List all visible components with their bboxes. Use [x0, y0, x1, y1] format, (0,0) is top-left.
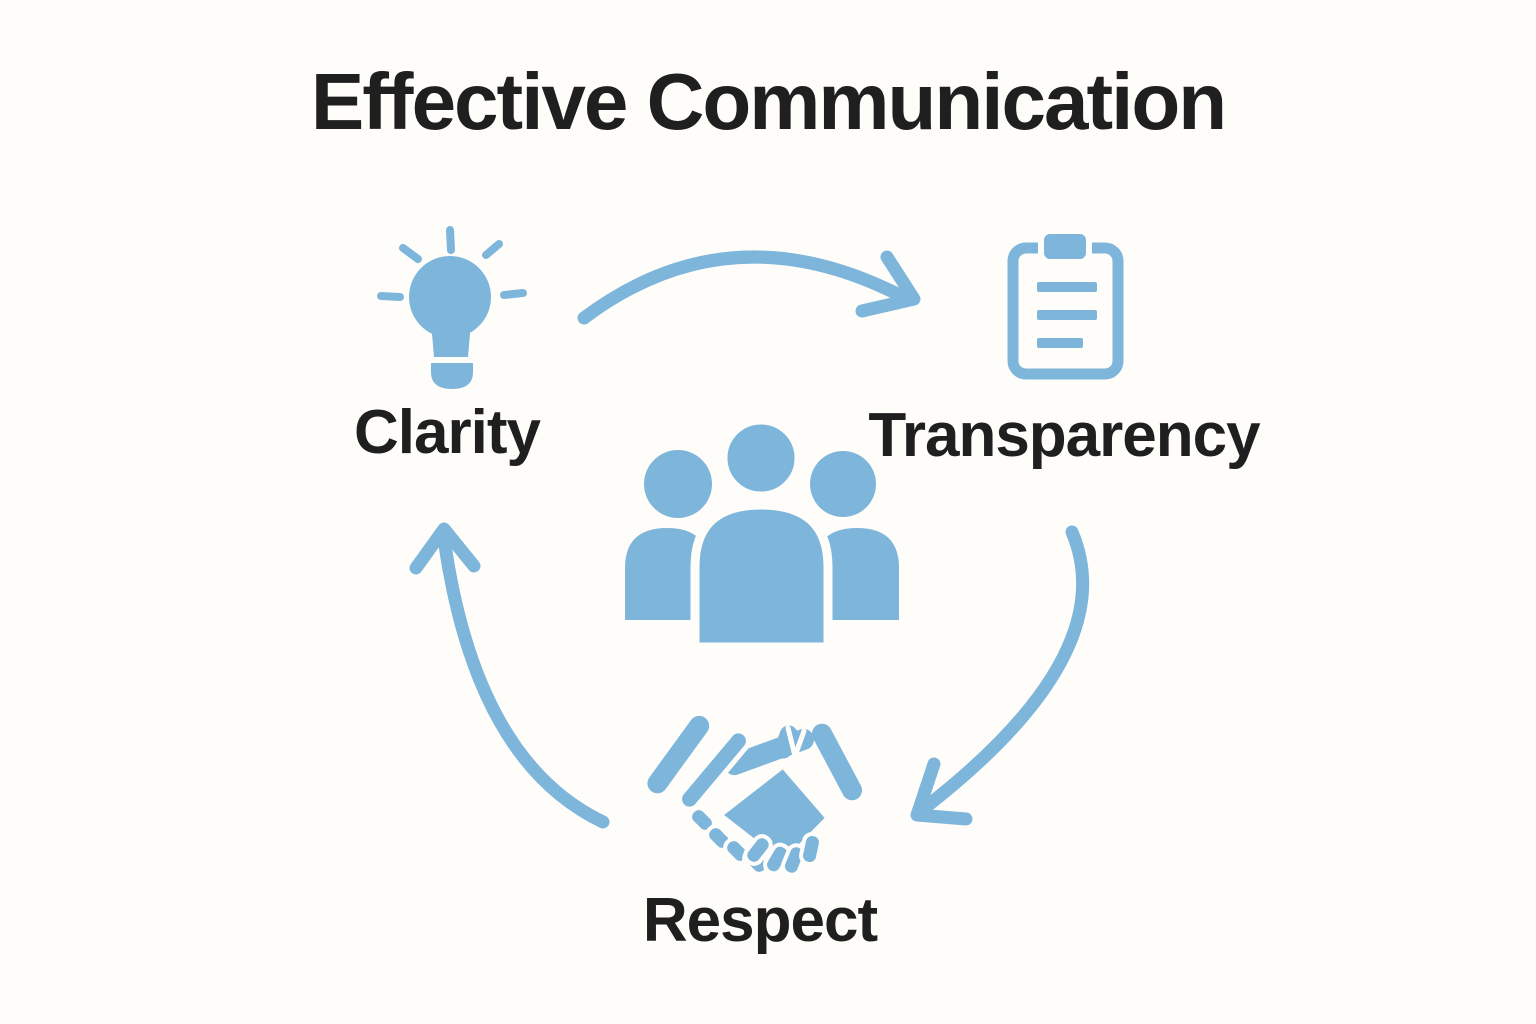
arrow-transparency-to-respect — [910, 525, 1090, 826]
clipboard-icon — [1007, 228, 1124, 380]
lightbulb-base — [431, 363, 473, 389]
page-title: Effective Communication — [310, 57, 1227, 146]
arrowhead-icon — [409, 522, 481, 575]
clipboard-lines — [1037, 282, 1097, 348]
arrow-clarity-to-transparency — [577, 250, 921, 325]
node-label-clarity: Clarity — [354, 398, 541, 467]
handshake-fingers — [743, 832, 823, 877]
arrowhead-icon — [855, 250, 921, 318]
lightbulb-rays — [377, 226, 527, 301]
node-label-transparency: Transparency — [868, 401, 1260, 470]
clipboard-clip — [1038, 228, 1092, 265]
handshake-left-hand — [677, 728, 751, 812]
lightbulb-icon — [377, 226, 527, 389]
node-label-respect: Respect — [642, 886, 878, 955]
arrow-respect-to-clarity — [409, 522, 610, 829]
arrowhead-icon — [910, 757, 973, 826]
team-icon — [625, 415, 899, 652]
handshake-icon — [647, 715, 863, 877]
